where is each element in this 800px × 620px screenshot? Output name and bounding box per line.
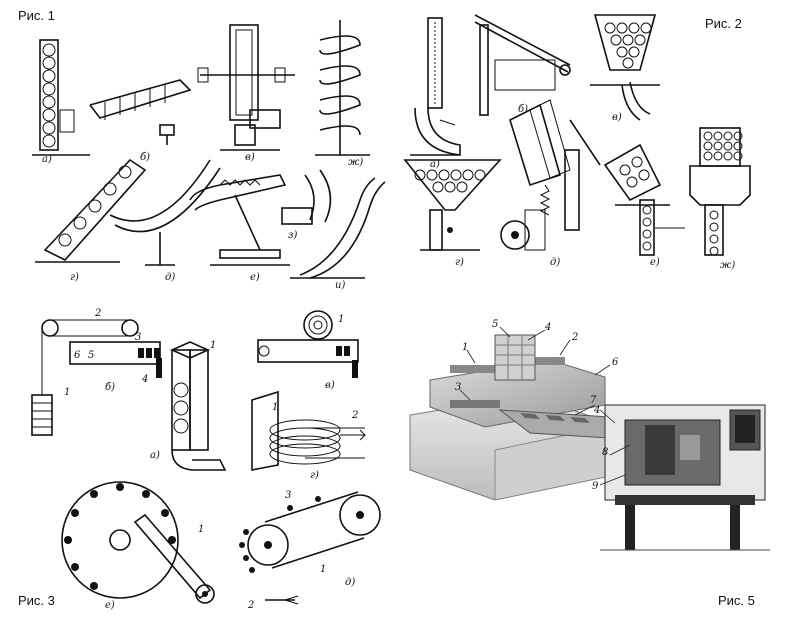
fig5-num-2: 2 xyxy=(571,332,578,343)
fig1-sub-a: а) xyxy=(42,154,52,165)
fig2-sub-b: б) xyxy=(518,104,528,115)
fig2-v-hopper xyxy=(590,14,660,121)
fig3-e-rotary xyxy=(61,481,215,604)
fig3-sub-e: е) xyxy=(105,600,115,611)
fig3-b-belt-drive xyxy=(31,319,162,436)
fig3-v-coil xyxy=(257,310,359,378)
fig5-num-4b: 4 xyxy=(593,405,600,416)
fig5-num-4: 4 xyxy=(544,322,551,333)
fig2-e-magazine xyxy=(603,143,685,256)
fig2-sub-a: а) xyxy=(430,159,440,170)
fig1-zh-spiral xyxy=(315,20,370,156)
fig2-label: Рис. 2 xyxy=(705,16,742,31)
fig5-num-3: 3 xyxy=(455,382,461,393)
fig3-label: Рис. 3 xyxy=(18,593,55,608)
fig3-num-3: 3 xyxy=(135,332,141,343)
fig3-num-4: 4 xyxy=(141,374,148,385)
fig3-num-2b: 2 xyxy=(351,410,358,421)
fig5-stack xyxy=(494,334,536,381)
fig3-diagram: б) а) в) г) е) д) 1 2 3 4 5 6 1 1 1 2 1 … xyxy=(31,308,381,611)
fig1-a-magazine xyxy=(32,39,90,156)
fig1-sub-g: г) xyxy=(70,272,79,283)
fig1-sub-z: з) xyxy=(288,230,297,241)
fig2-sub-d: д) xyxy=(550,257,560,268)
fig2-d-plates xyxy=(500,99,601,251)
fig2-zh-stack xyxy=(689,127,751,256)
fig5-label: Рис. 5 xyxy=(718,593,755,608)
fig1-sub-b: б) xyxy=(140,152,150,163)
fig3-num-2: 2 xyxy=(94,308,101,319)
fig1-sub-d: д) xyxy=(165,272,175,283)
fig1-sub-e: е) xyxy=(250,272,260,283)
fig3-sub-g: г) xyxy=(310,470,319,481)
fig3-num-5: 5 xyxy=(88,350,94,361)
fig2-sub-zh: ж) xyxy=(720,260,735,271)
fig2-sub-v: в) xyxy=(612,112,622,123)
fig2-sub-e: е) xyxy=(650,257,660,268)
fig5-num-5: 5 xyxy=(492,319,498,330)
fig3-sub-d: д) xyxy=(345,577,355,588)
fig3-d-belt xyxy=(239,491,381,605)
fig3-sub-a: а) xyxy=(150,450,160,461)
fig2-g-funnel xyxy=(403,159,502,251)
fig5-machine xyxy=(600,404,770,551)
fig5-num-9: 9 xyxy=(592,481,599,492)
fig1-sub-v: в) xyxy=(245,152,255,163)
fig2-b-track xyxy=(474,14,571,116)
fig5-num-1: 1 xyxy=(462,342,468,353)
fig5-base-table xyxy=(409,357,616,501)
fig3-num-6: 6 xyxy=(74,350,81,361)
fig3-a-magazine xyxy=(170,341,227,471)
fig2-sub-g: г) xyxy=(455,257,464,268)
fig1-i-rails xyxy=(290,177,386,279)
fig1-g-chute xyxy=(35,158,147,263)
fig5-num-7: 7 xyxy=(590,395,597,406)
fig3-g-spiral xyxy=(251,390,367,471)
fig3-num-1c: 1 xyxy=(338,314,344,325)
fig1-v-feeder xyxy=(197,24,295,151)
fig3-sub-v: в) xyxy=(325,380,335,391)
fig3-num-1f: 1 xyxy=(320,564,326,575)
fig1-sub-zh: ж) xyxy=(348,157,363,168)
fig3-sub-b: б) xyxy=(105,382,115,393)
fig3-num-1e: 1 xyxy=(198,524,204,535)
fig1-e-conveyor xyxy=(189,174,290,266)
fig3-num-1b: 1 xyxy=(210,340,216,351)
fig1-sub-i: и) xyxy=(335,280,345,290)
fig5-num-8: 8 xyxy=(602,447,608,458)
fig3-num-3b: 3 xyxy=(285,490,291,501)
fig3-num-2c: 2 xyxy=(247,600,254,611)
fig1-diagram: а) б) в) ж) г) д) е) з) и) xyxy=(32,20,386,290)
fig5-photo: 1 2 3 4 5 6 7 8 9 4 xyxy=(409,319,770,551)
fig5-num-6: 6 xyxy=(612,357,619,368)
fig2-a-tube xyxy=(410,17,461,156)
fig1-label: Рис. 1 xyxy=(18,8,55,23)
fig1-z-guide xyxy=(281,169,332,225)
fig3-num-1: 1 xyxy=(64,387,70,398)
fig5-leaders xyxy=(459,326,631,486)
fig2-diagram: а) б) в) г) д) е) ж) xyxy=(403,14,751,271)
fig3-num-1d: 1 xyxy=(272,402,278,413)
fig1-b-rail xyxy=(89,79,192,145)
fig1-d-tray xyxy=(109,159,221,266)
